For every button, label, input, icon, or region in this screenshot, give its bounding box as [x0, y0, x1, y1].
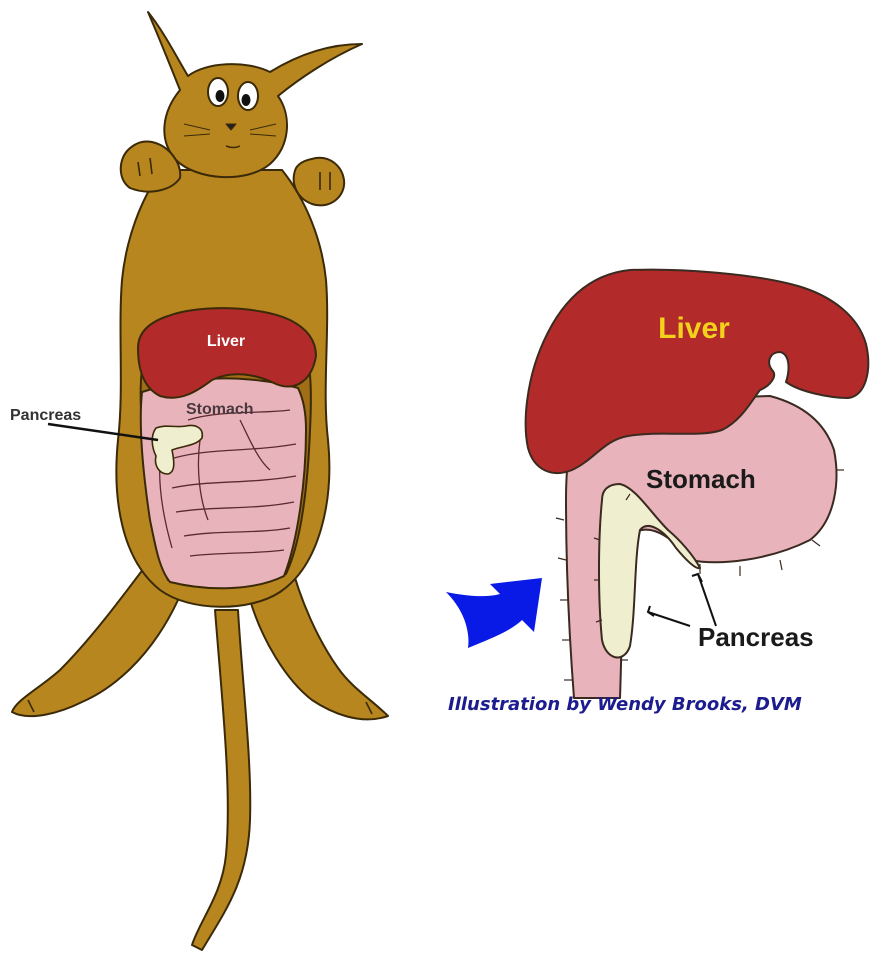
cat-paw-right: [294, 158, 344, 206]
cat-pancreas-label: Pancreas: [10, 407, 81, 424]
closeup-liver-label: Liver: [658, 312, 730, 345]
cat-illustration: [12, 12, 388, 950]
closeup-pancreas-label: Pancreas: [698, 622, 814, 652]
cat-liver-label: Liver: [207, 333, 245, 350]
cat-stomach-label: Stomach: [186, 401, 254, 418]
blue-arrow-icon: [446, 578, 542, 648]
illustration-credit: Illustration by Wendy Brooks, DVM: [448, 694, 868, 715]
cat-tail: [192, 610, 250, 950]
closeup-pancreas-pointers: [648, 574, 716, 626]
closeup-stomach-label: Stomach: [646, 464, 756, 494]
